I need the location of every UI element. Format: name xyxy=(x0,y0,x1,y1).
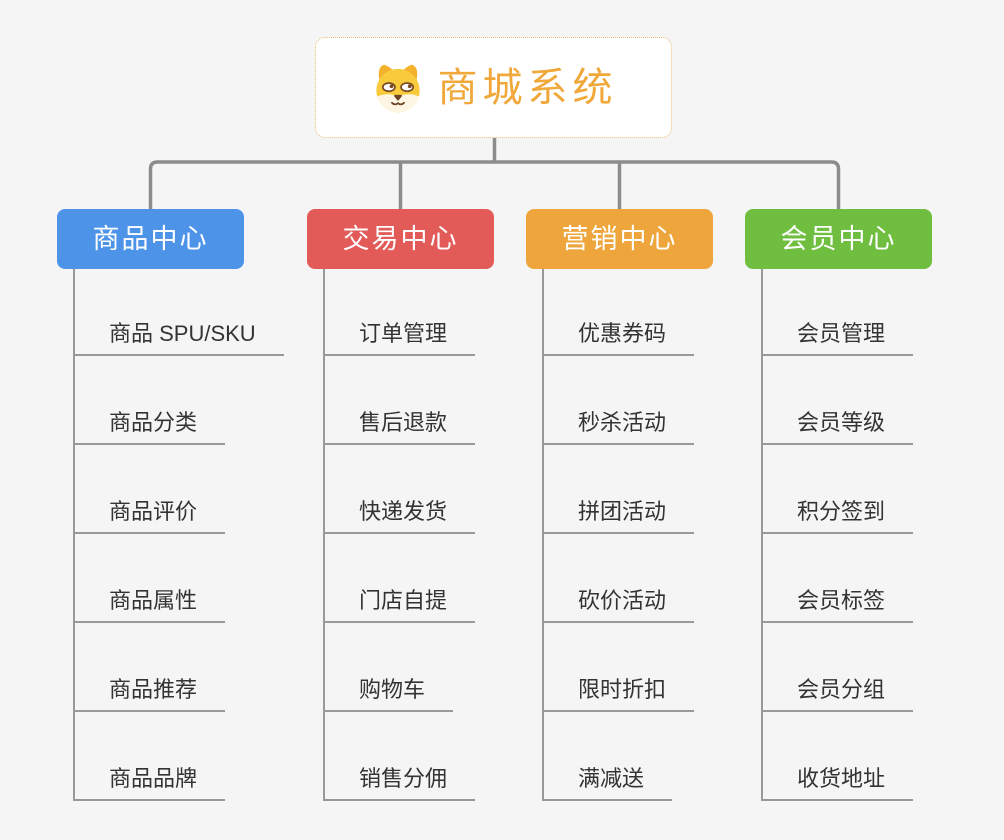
leaf-node-trade-center-5[interactable]: 购物车 xyxy=(323,677,454,712)
root-node[interactable]: 商城系统 xyxy=(315,37,672,138)
branch-node-product-center[interactable]: 商品中心 xyxy=(57,209,244,269)
leaf-node-trade-center-4[interactable]: 门店自提 xyxy=(323,588,476,623)
leaf-node-member-center-6[interactable]: 收货地址 xyxy=(761,766,914,801)
leaf-node-trade-center-6[interactable]: 销售分佣 xyxy=(323,766,476,801)
branch-rail-marketing-center xyxy=(542,269,544,801)
leaf-node-product-center-5[interactable]: 商品推荐 xyxy=(73,677,226,712)
leaf-node-marketing-center-1[interactable]: 优惠券码 xyxy=(542,321,695,356)
leaf-node-member-center-3[interactable]: 积分签到 xyxy=(761,499,914,534)
leaf-node-marketing-center-2[interactable]: 秒杀活动 xyxy=(542,410,695,445)
leaf-node-marketing-center-3[interactable]: 拼团活动 xyxy=(542,499,695,534)
leaf-node-product-center-2[interactable]: 商品分类 xyxy=(73,410,226,445)
dog-icon xyxy=(370,62,426,114)
leaf-node-marketing-center-6[interactable]: 满减送 xyxy=(542,766,673,801)
leaf-node-product-center-1[interactable]: 商品 SPU/SKU xyxy=(73,321,284,356)
root-title: 商城系统 xyxy=(437,65,618,110)
leaf-node-trade-center-2[interactable]: 售后退款 xyxy=(323,410,476,445)
leaf-node-trade-center-3[interactable]: 快递发货 xyxy=(323,499,476,534)
branch-rail-product-center xyxy=(73,269,75,801)
leaf-node-product-center-4[interactable]: 商品属性 xyxy=(73,588,226,623)
leaf-node-member-center-1[interactable]: 会员管理 xyxy=(761,321,914,356)
leaf-node-product-center-6[interactable]: 商品品牌 xyxy=(73,766,226,801)
leaf-node-trade-center-1[interactable]: 订单管理 xyxy=(323,321,476,356)
branch-rail-trade-center xyxy=(323,269,325,801)
branch-node-member-center[interactable]: 会员中心 xyxy=(745,209,932,269)
leaf-node-member-center-2[interactable]: 会员等级 xyxy=(761,410,914,445)
branch-node-marketing-center[interactable]: 营销中心 xyxy=(526,209,713,269)
leaf-node-marketing-center-5[interactable]: 限时折扣 xyxy=(542,677,695,712)
branch-node-trade-center[interactable]: 交易中心 xyxy=(307,209,494,269)
leaf-node-marketing-center-4[interactable]: 砍价活动 xyxy=(542,588,695,623)
leaf-node-product-center-3[interactable]: 商品评价 xyxy=(73,499,226,534)
leaf-node-member-center-5[interactable]: 会员分组 xyxy=(761,677,914,712)
leaf-node-member-center-4[interactable]: 会员标签 xyxy=(761,588,914,623)
branch-rail-member-center xyxy=(761,269,763,801)
